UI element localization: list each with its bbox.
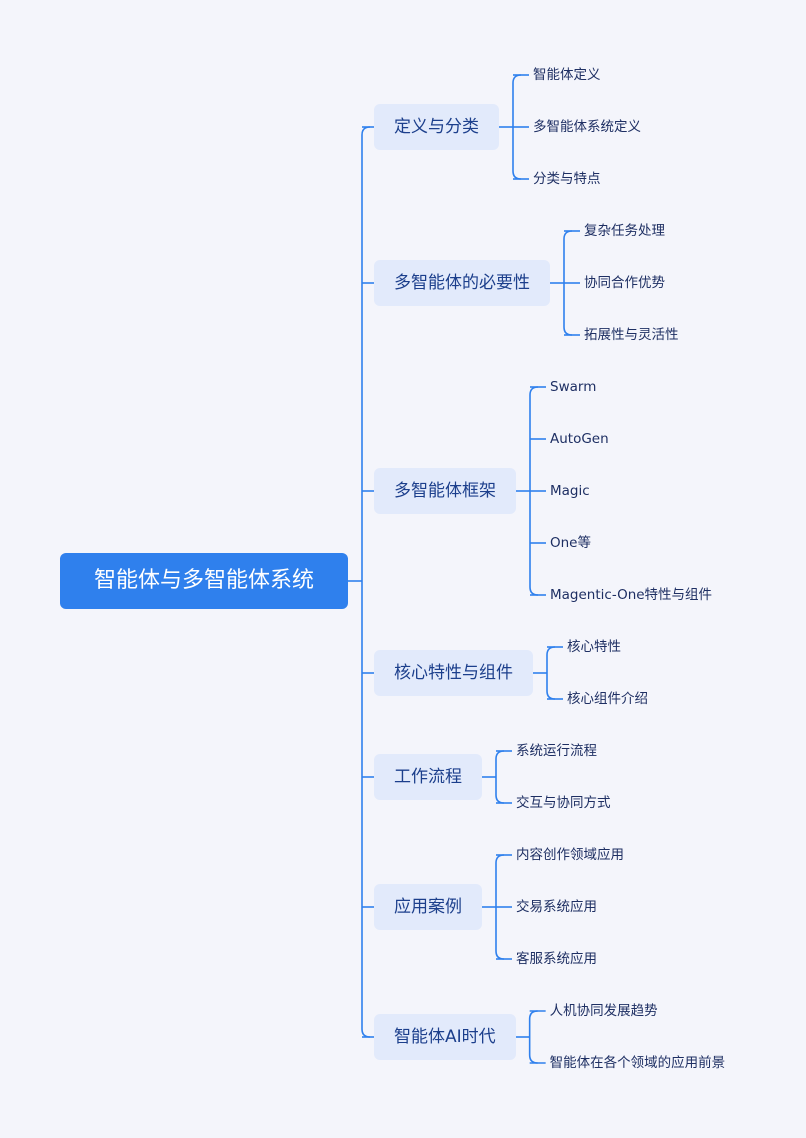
leaf-node[interactable]: Swarm — [550, 379, 597, 395]
leaf-bracket — [495, 750, 505, 804]
branch-node[interactable]: 多智能体的必要性 — [374, 260, 550, 306]
leaf-node[interactable]: 智能体在各个领域的应用前景 — [549, 1055, 726, 1071]
leaf-node[interactable]: 内容创作领域应用 — [516, 847, 624, 863]
leaf-node[interactable]: 拓展性与灵活性 — [584, 327, 679, 343]
leaf-node[interactable]: 核心组件介绍 — [567, 691, 648, 707]
leaf-node[interactable]: AutoGen — [550, 431, 609, 447]
branch-node[interactable]: 工作流程 — [374, 754, 482, 800]
leaf-node[interactable]: 客服系统应用 — [516, 951, 597, 967]
leaf-node[interactable]: 系统运行流程 — [516, 743, 597, 759]
branch-node[interactable]: 核心特性与组件 — [374, 650, 533, 696]
leaf-node[interactable]: 智能体定义 — [533, 67, 601, 83]
branch-node[interactable]: 定义与分类 — [374, 104, 499, 150]
branch-node[interactable]: 智能体AI时代 — [374, 1014, 516, 1060]
leaf-node[interactable]: 交互与协同方式 — [516, 795, 611, 811]
leaf-node[interactable]: 协同合作优势 — [584, 275, 665, 291]
leaf-bracket — [528, 1010, 538, 1064]
root-node[interactable]: 智能体与多智能体系统 — [60, 553, 348, 609]
leaf-bracket — [546, 646, 556, 700]
branch-node[interactable]: 应用案例 — [374, 884, 482, 930]
leaf-node[interactable]: 多智能体系统定义 — [533, 119, 641, 135]
leaf-node[interactable]: Magic — [550, 483, 590, 499]
branch-node[interactable]: 多智能体框架 — [374, 468, 516, 514]
leaf-node[interactable]: Magentic-One特性与组件 — [550, 587, 713, 603]
leaf-node[interactable]: 核心特性 — [567, 639, 621, 655]
trunk-line — [361, 126, 371, 1038]
leaf-node[interactable]: 人机协同发展趋势 — [549, 1003, 658, 1019]
leaf-node[interactable]: 分类与特点 — [533, 171, 601, 187]
leaf-node[interactable]: 交易系统应用 — [516, 899, 597, 915]
leaf-node[interactable]: 复杂任务处理 — [584, 223, 665, 239]
leaf-node[interactable]: One等 — [550, 535, 591, 551]
